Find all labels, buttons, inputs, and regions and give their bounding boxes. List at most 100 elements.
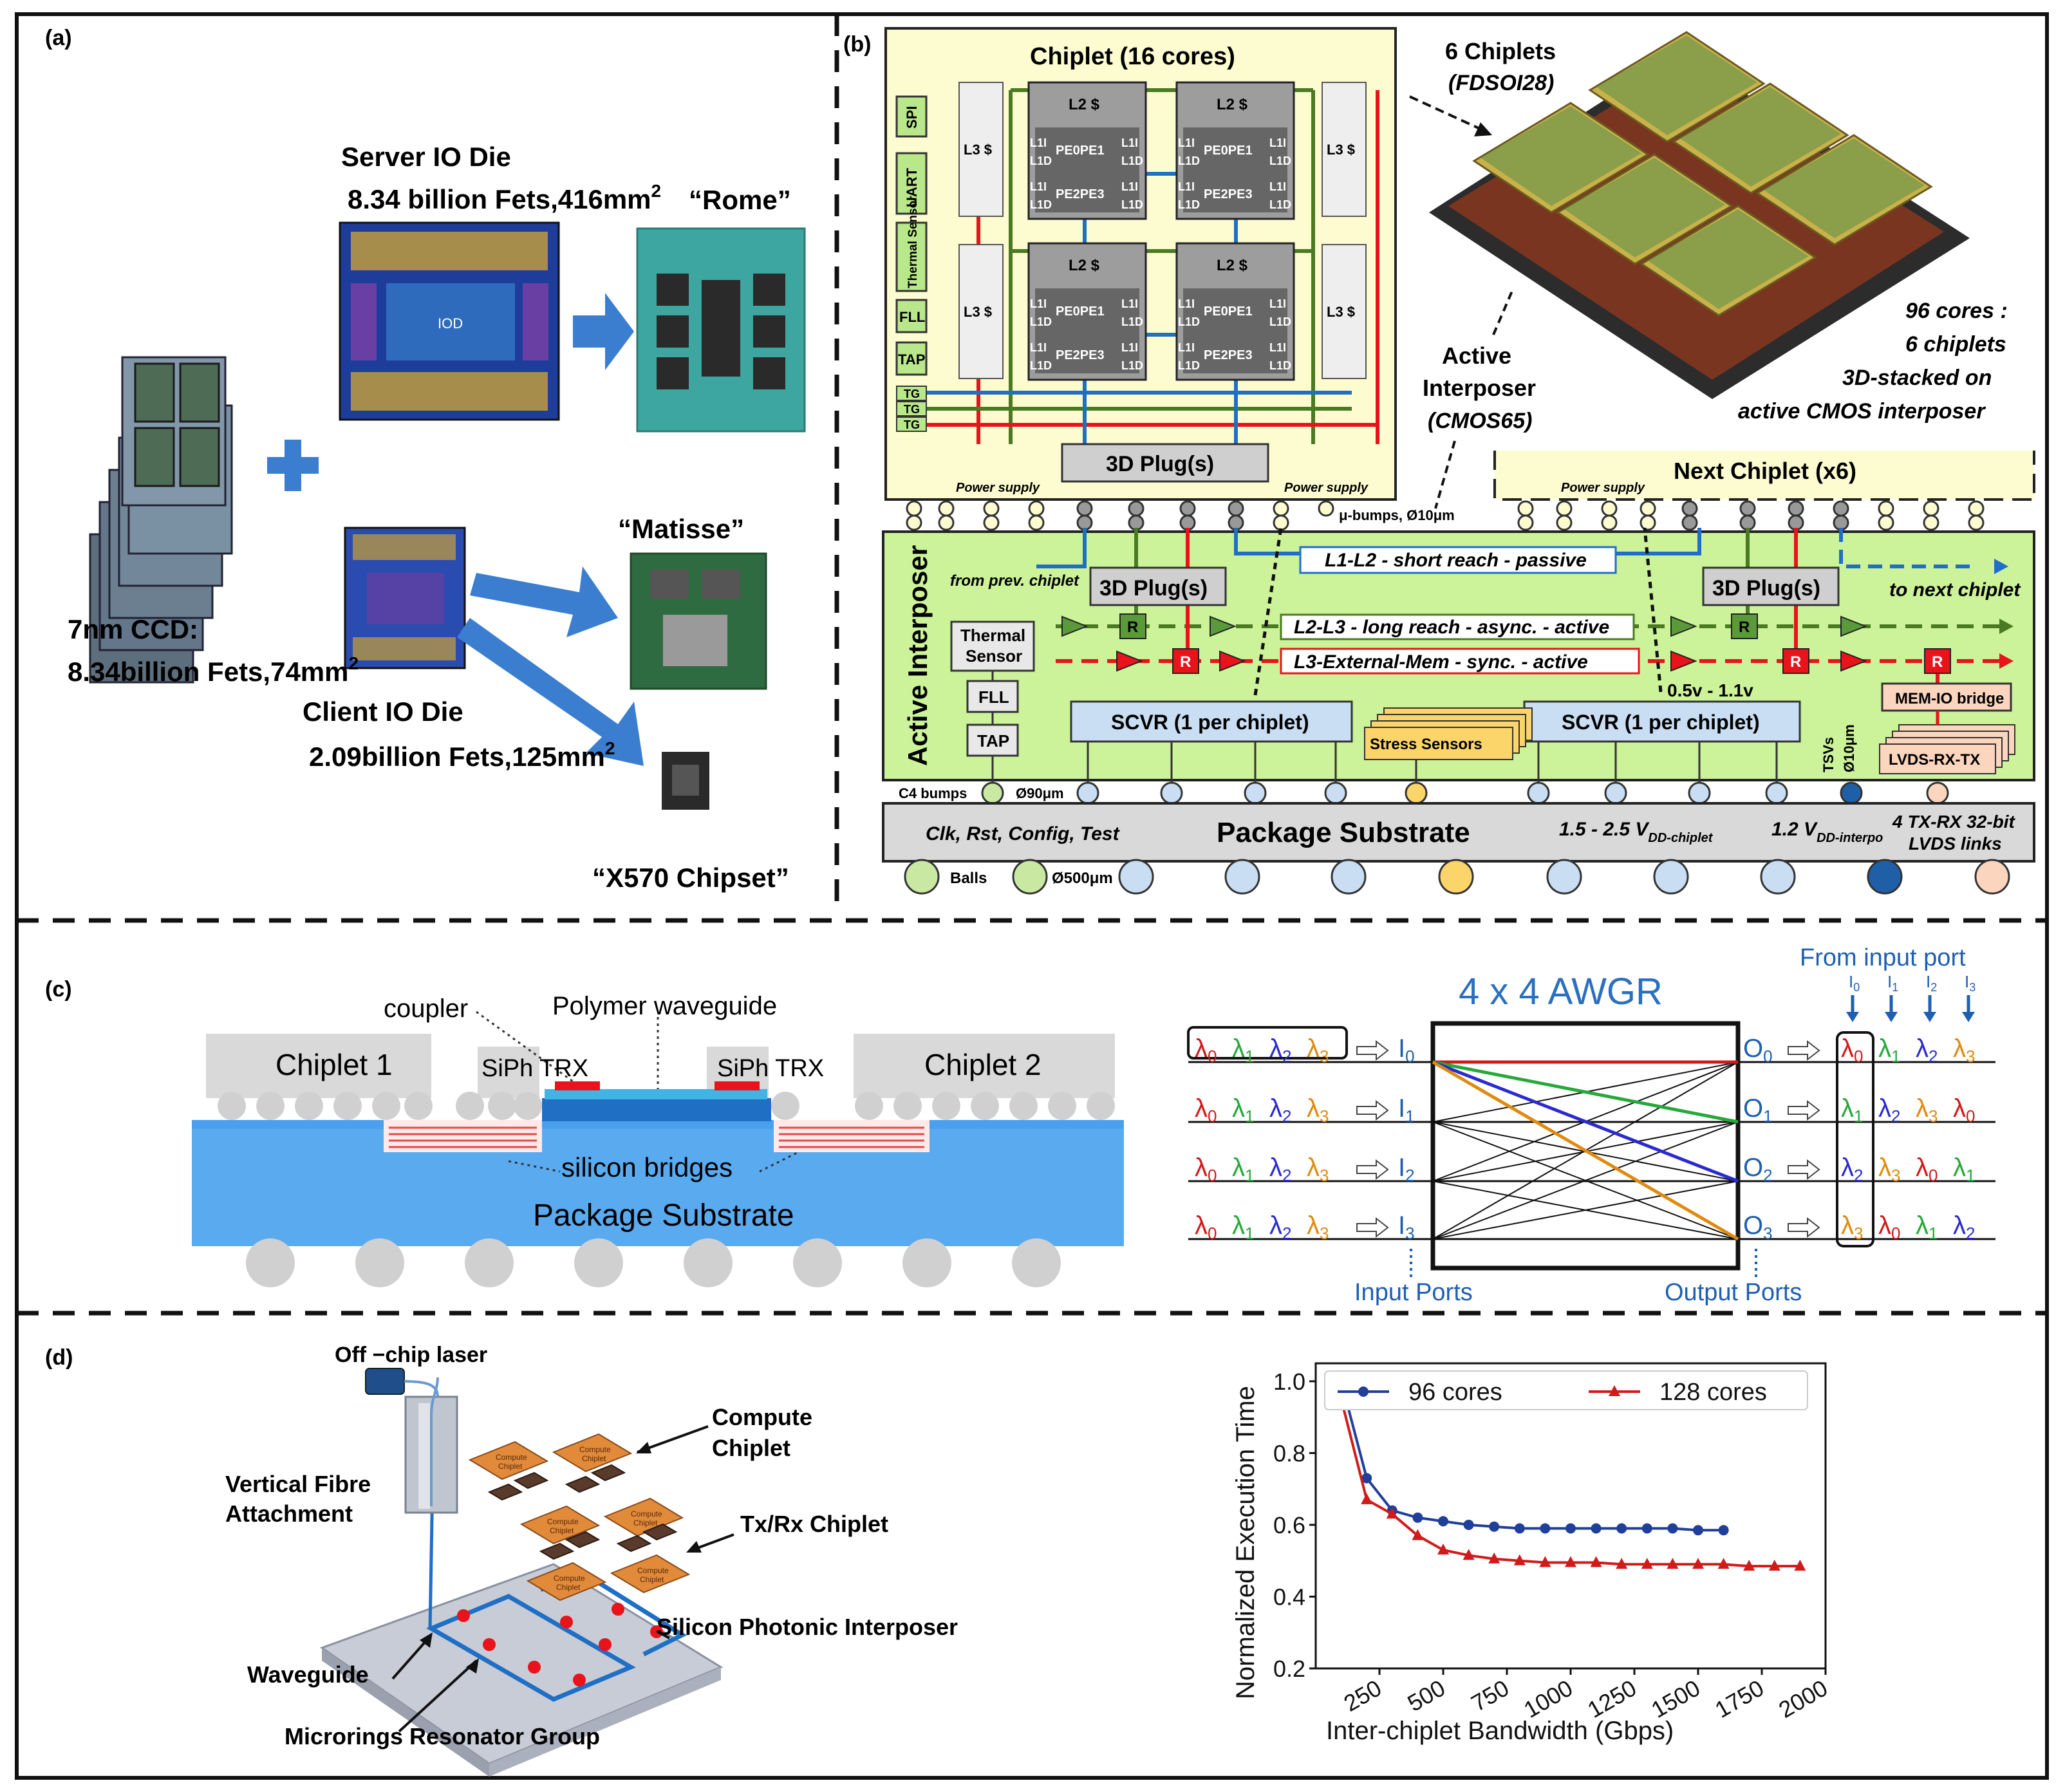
- plug-left-label: 3D Plug(s): [1099, 576, 1208, 601]
- output-lambda: λ2: [1953, 1211, 1975, 1243]
- svg-text:L1D: L1D: [1030, 359, 1052, 372]
- vdd-interpo-label: 1.2 VDD-interpo: [1771, 819, 1883, 845]
- svg-text:Chiplet: Chiplet: [498, 1462, 523, 1471]
- x-tick-label: 1750: [1710, 1674, 1768, 1723]
- svg-text:L1D: L1D: [1121, 198, 1143, 211]
- svg-text:L1I: L1I: [1030, 341, 1047, 354]
- svg-text:Thermal Sensor: Thermal Sensor: [906, 196, 920, 288]
- awgr-route-lambda: [1432, 1060, 1739, 1241]
- svg-text:Sensor: Sensor: [966, 646, 1022, 666]
- next-chiplet-box: [1493, 451, 2035, 501]
- output-lambda: λ2: [1878, 1094, 1900, 1126]
- awgr-route-lambda: [1432, 1060, 1739, 1183]
- data-point: [1565, 1556, 1576, 1567]
- package-substrate-b-label: Package Substrate: [1217, 817, 1470, 848]
- svg-text:Stress Sensors: Stress Sensors: [1370, 736, 1482, 753]
- svg-text:L1D: L1D: [1121, 359, 1143, 372]
- data-point: [1463, 1519, 1474, 1530]
- active-interposer-vertical: Active Interposer: [902, 545, 933, 766]
- awgr-title: 4 x 4 AWGR: [1459, 971, 1663, 1013]
- core-cluster-3: L2 $ L1I L1D L1I L1D L1I L1D L1I L1D PE0…: [1027, 242, 1147, 381]
- spi-label: Silicon Photonic Interposer: [657, 1614, 958, 1640]
- l3-caches: L3 $ L3 $ L3 $ L3 $: [958, 82, 1367, 379]
- plus-icon: [267, 440, 319, 491]
- input-lambda: λ0: [1195, 1034, 1217, 1066]
- svg-text:L1I: L1I: [1030, 136, 1047, 149]
- c4-label: C4 bumps: [899, 785, 967, 801]
- awgr-box: [1430, 1021, 1741, 1271]
- data-point: [1412, 1512, 1423, 1523]
- svg-text:Chiplet: Chiplet: [640, 1575, 664, 1584]
- output-port-label: O3: [1743, 1211, 1773, 1243]
- data-point: [1361, 1473, 1372, 1484]
- chart-ylabel: Normalized Execution Time: [1231, 1386, 1260, 1699]
- data-point: [1794, 1560, 1806, 1571]
- client-io-title: Client IO Die: [303, 696, 463, 727]
- svg-text:R: R: [1180, 653, 1191, 671]
- input-port-index-label: I2: [1926, 972, 1937, 994]
- memio-box: [1881, 682, 2012, 712]
- input-lambda: λ3: [1307, 1211, 1329, 1243]
- svg-text:L1D: L1D: [1269, 315, 1291, 328]
- svg-text:Compute: Compute: [637, 1566, 669, 1575]
- port-arrow-icon: [1788, 1099, 1820, 1121]
- data-point: [1539, 1556, 1551, 1567]
- svg-text:L1I: L1I: [1030, 180, 1047, 193]
- output-lambda: λ0: [1953, 1094, 1975, 1126]
- balls-label: Balls: [950, 870, 987, 887]
- output-ports-label: Output Ports: [1665, 1279, 1802, 1306]
- plug-left: [1089, 566, 1227, 606]
- output-lambda: λ3: [1878, 1153, 1900, 1185]
- output-lambda: λ3: [1841, 1211, 1863, 1243]
- output-lambda: λ2: [1916, 1034, 1938, 1066]
- svg-text:PE0PE1: PE0PE1: [1204, 304, 1253, 319]
- input-lambda: λ0: [1195, 1211, 1217, 1243]
- y-tick-label: 1.0: [1273, 1368, 1305, 1395]
- l2l3-label: L2-L3 - long reach - async. - active: [1294, 617, 1609, 638]
- output-lambda: λ1: [1841, 1094, 1863, 1126]
- svg-text:L1D: L1D: [1178, 315, 1200, 328]
- ccd-spec: 8.34billion Fets,74mm2: [68, 653, 359, 687]
- svg-text:TG: TG: [904, 418, 920, 431]
- matisse-package: [630, 552, 767, 690]
- output-lambda: λ0: [1878, 1211, 1900, 1243]
- svg-text:L2 $: L2 $: [1069, 96, 1100, 113]
- svg-text:L1I: L1I: [1178, 341, 1195, 354]
- x-tick-label: 1000: [1519, 1674, 1577, 1723]
- svg-text:L1D: L1D: [1121, 154, 1143, 167]
- buffers-routers: [1061, 613, 1951, 674]
- output-lambda: λ1: [1878, 1034, 1900, 1066]
- cores-note-3: 3D-stacked on: [1842, 366, 1992, 390]
- data-point: [1641, 1558, 1653, 1569]
- clk-label: Clk, Rst, Config, Test: [926, 823, 1121, 845]
- svg-text:L3 $: L3 $: [964, 304, 992, 320]
- data-point: [1489, 1521, 1500, 1532]
- svg-text:L1I: L1I: [1269, 136, 1286, 149]
- input-lambda: λ0: [1195, 1094, 1217, 1126]
- panel-b: (b) Chiplet (16 cores) SPI UART Thermal …: [843, 27, 2035, 895]
- siph-left-label: SiPh TRX: [481, 1055, 588, 1082]
- svg-text:TAP: TAP: [977, 731, 1009, 751]
- chart-xlabel: Inter-chiplet Bandwidth (Gbps): [1326, 1717, 1674, 1745]
- y-tick-label: 0.4: [1273, 1583, 1305, 1610]
- svg-text:Compute: Compute: [547, 1517, 579, 1526]
- x-tick-label: 2000: [1774, 1674, 1832, 1723]
- port-arrow-icon: [1356, 1040, 1389, 1061]
- port-arrow-icon: [1788, 1040, 1820, 1061]
- panel-c: (c): [45, 944, 1995, 1306]
- plug-right-label: 3D Plug(s): [1712, 576, 1820, 601]
- input-port-label: I1: [1398, 1094, 1415, 1126]
- core-cluster-1: L2 $ L1I L1D L1I L1D L1I L1D L1I L1D PE0…: [1027, 81, 1147, 220]
- client-io-die: [344, 527, 466, 669]
- svg-text:L1I: L1I: [1121, 136, 1138, 149]
- input-lambda: λ1: [1232, 1153, 1254, 1185]
- vfa-label-2: Attachment: [225, 1500, 353, 1527]
- chart-axes-frame: [1314, 1362, 1827, 1670]
- svg-text:L1D: L1D: [1178, 359, 1200, 372]
- svg-text:L3 $: L3 $: [1327, 304, 1355, 320]
- data-point: [1540, 1523, 1551, 1534]
- svg-text:L2 $: L2 $: [1069, 257, 1100, 274]
- arrowhead-icon: [1885, 1012, 1898, 1022]
- core-cluster-4: L2 $ L1I L1D L1I L1D L1I L1D L1I L1D PE0…: [1175, 242, 1295, 381]
- matisse-label: “Matisse”: [618, 514, 744, 544]
